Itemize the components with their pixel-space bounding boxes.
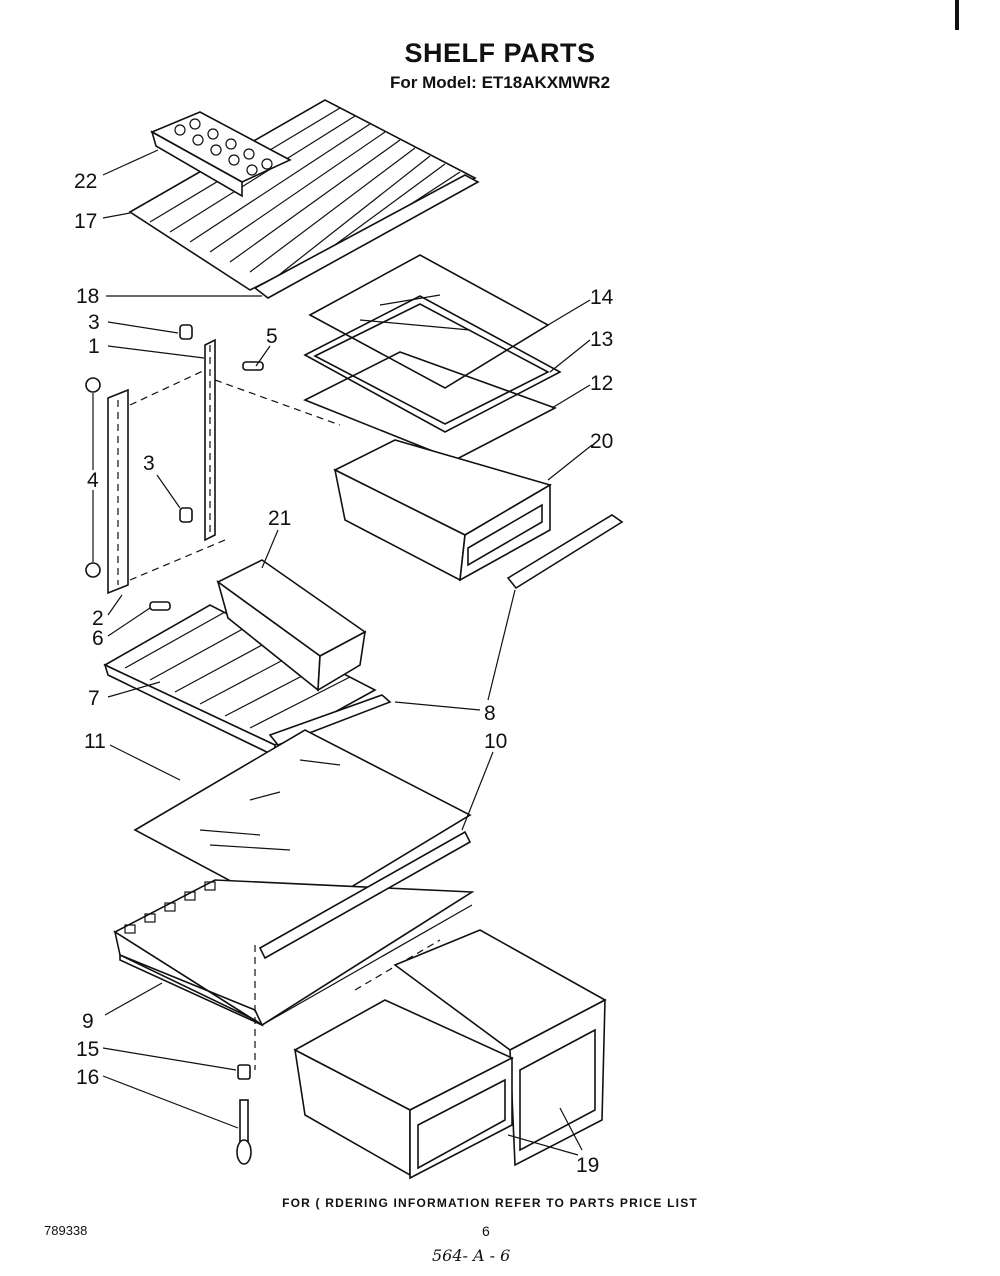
callout-leaders (92, 149, 593, 1156)
crisper-drawer-left (293, 999, 514, 1180)
shelf-ladder-left (85, 377, 129, 595)
crisper-drawer-right (393, 929, 607, 1167)
callout-18: 18 (76, 285, 99, 308)
callout-15: 15 (76, 1038, 99, 1061)
callout-9: 9 (82, 1010, 94, 1033)
crisper-divider-10 (258, 830, 472, 960)
freezer-wire-shelf (128, 99, 477, 291)
model-subtitle: For Model: ET18AKXMWR2 (389, 73, 611, 92)
roller-assembly (236, 1064, 252, 1165)
scan-mark (955, 0, 959, 30)
dairy-bin (216, 559, 367, 692)
callout-16: 16 (76, 1066, 99, 1089)
callout-5: 5 (266, 325, 278, 348)
callout-10: 10 (484, 730, 507, 753)
callout-13: 13 (590, 328, 613, 351)
callout-6: 6 (92, 627, 104, 650)
callout-17: 17 (74, 210, 97, 233)
callout-19: 19 (576, 1154, 599, 1177)
callout-3-lower: 3 (143, 452, 155, 475)
callout-4: 4 (87, 469, 99, 492)
crisper-frame (113, 879, 475, 1027)
crisper-cover-12 (303, 351, 557, 461)
ice-cube-tray (150, 111, 292, 198)
callout-12: 12 (590, 372, 613, 395)
page-number: 6 (482, 1223, 490, 1239)
page-title: SHELF PARTS (404, 38, 596, 68)
callout-7: 7 (88, 687, 100, 710)
meat-pan (333, 439, 553, 582)
document-number: 789338 (44, 1223, 88, 1238)
glass-shelf-top (308, 254, 550, 389)
callout-1: 1 (88, 335, 100, 358)
callout-11: 11 (84, 730, 106, 753)
callout-21: 21 (268, 507, 291, 530)
callout-8: 8 (484, 702, 496, 725)
shelf-trim-8-upper (506, 514, 624, 590)
callout-3-upper: 3 (88, 311, 100, 334)
callout-20: 20 (590, 430, 613, 453)
shelf-ladder-right (204, 338, 216, 542)
shelf-trim-18 (253, 174, 480, 299)
callout-22: 22 (74, 170, 97, 193)
handwritten-note: 564- A - 6 (432, 1246, 511, 1265)
shelf-frame-13 (303, 295, 562, 433)
callout-14: 14 (590, 286, 614, 309)
ordering-note: FOR ( RDERING INFORMATION REFER TO PARTS… (282, 1196, 698, 1210)
callout-2: 2 (92, 607, 104, 630)
